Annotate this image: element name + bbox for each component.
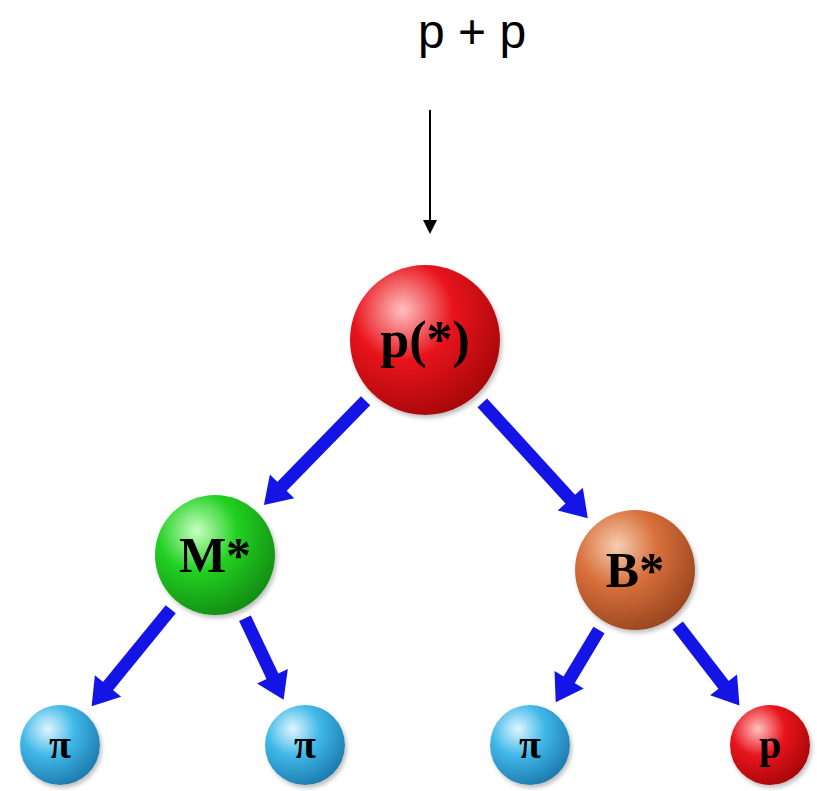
decay-arrow (264, 401, 366, 505)
particle-label: p (759, 725, 781, 765)
decay-arrow (678, 625, 740, 705)
decay-arrow (92, 609, 171, 706)
baryon-resonance-sphere: B* (575, 510, 695, 630)
meson-resonance-sphere: M* (155, 495, 275, 615)
arrow-head (555, 671, 584, 702)
input-arrow-head (423, 220, 437, 234)
proton-sphere: p (730, 705, 810, 785)
arrow-shaft (678, 625, 725, 686)
arrow-shaft (568, 630, 599, 682)
decay-arrow (482, 403, 587, 519)
arrow-head (558, 488, 588, 519)
particle-label: π (519, 725, 541, 765)
input-arrow-line (429, 110, 431, 222)
arrow-head (710, 674, 739, 705)
arrow-head (92, 675, 122, 706)
arrow-shaft (482, 403, 571, 501)
particle-label: p(*) (380, 314, 470, 366)
excited-proton-sphere: p(*) (350, 265, 500, 415)
arrow-shaft (281, 401, 366, 488)
particle-label: π (294, 725, 316, 765)
arrow-shaft (107, 609, 171, 687)
arrow-shaft (245, 618, 273, 678)
pion-sphere: π (20, 705, 100, 785)
decay-arrow (555, 630, 599, 702)
particle-label: π (49, 725, 71, 765)
reaction-label: p + p (418, 8, 526, 56)
particle-label: M* (179, 530, 251, 580)
arrow-head (257, 669, 288, 700)
arrow-head (264, 474, 294, 504)
pion-sphere: π (265, 705, 345, 785)
decay-arrow (245, 618, 288, 700)
pion-sphere: π (490, 705, 570, 785)
particle-label: B* (606, 545, 664, 595)
